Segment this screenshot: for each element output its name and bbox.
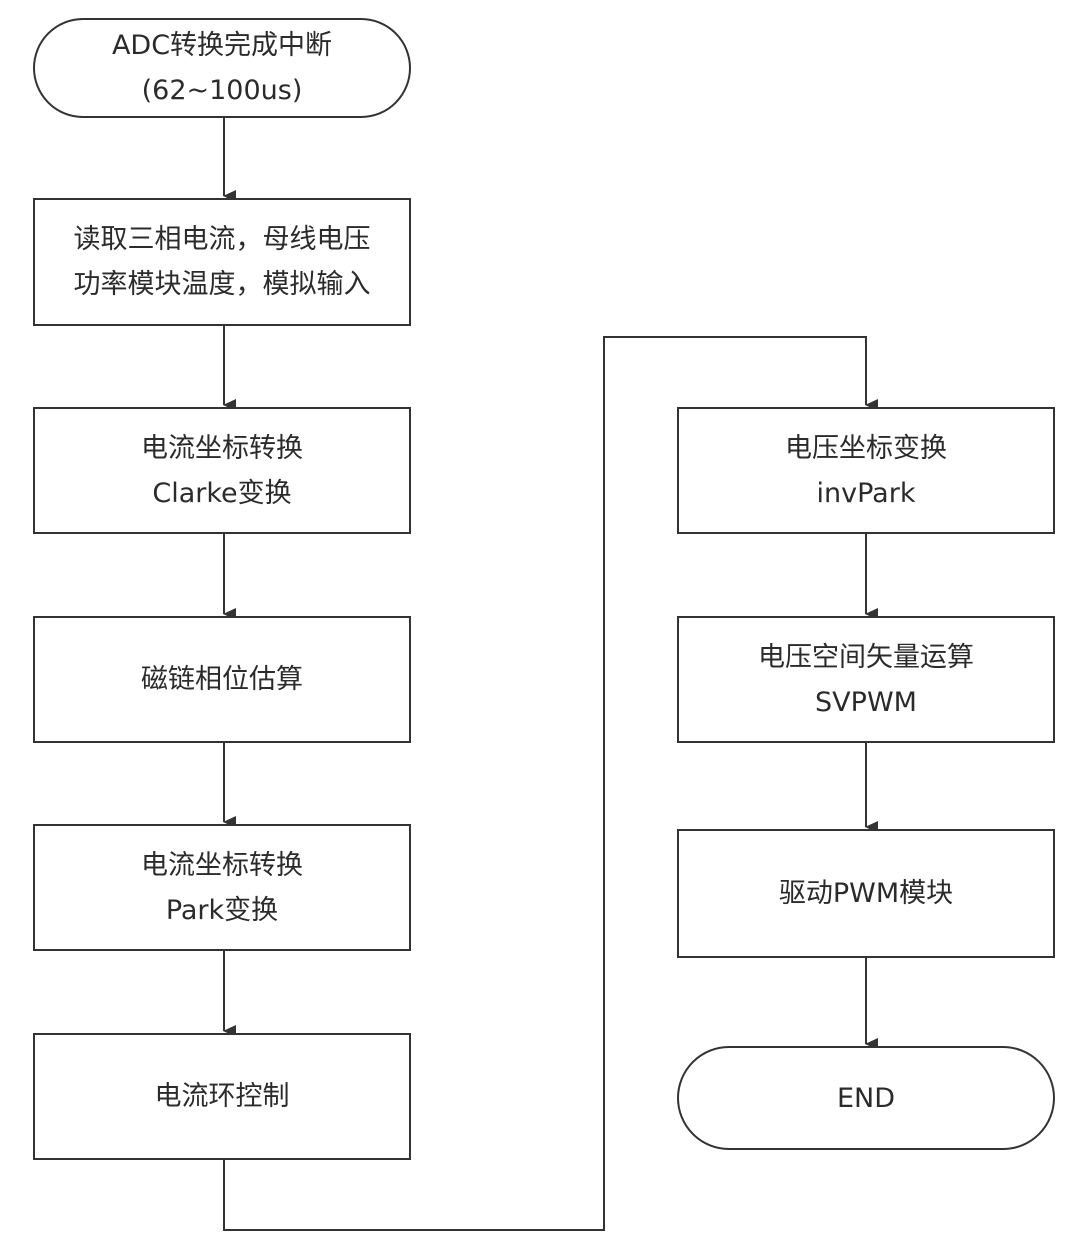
flux-phase-line1: 磁链相位估算 (141, 664, 303, 695)
connector-loop-to-invpark (223, 336, 878, 1231)
inv-park-line1: 电压坐标变换 (785, 432, 947, 464)
svpwm-line2: SVPWM (815, 686, 917, 718)
clarke-line1: 电流坐标转换 (141, 432, 303, 464)
current-loop-line1: 电流环控制 (154, 1081, 290, 1112)
start-line2: (62~100us) (141, 75, 303, 106)
read-inputs-line2: 功率模块温度，模拟输入 (73, 269, 371, 300)
clarke-line2: Clarke变换 (152, 477, 292, 509)
process-svpwm: 电压空间矢量运算 SVPWM (677, 616, 1055, 743)
start-terminal: ADC转换完成中断 (62~100us) (33, 18, 411, 118)
park-line1: 电流坐标转换 (141, 849, 303, 881)
inv-park-line2: invPark (816, 477, 916, 509)
read-inputs-line1: 读取三相电流，母线电压 (73, 224, 371, 255)
park-line2: Park变换 (165, 894, 279, 926)
process-flux-phase-estimate: 磁链相位估算 (33, 616, 411, 743)
process-inv-park: 电压坐标变换 invPark (677, 407, 1055, 534)
process-current-loop: 电流环控制 (33, 1033, 411, 1160)
svpwm-line1: 电压空间矢量运算 (758, 641, 974, 673)
process-pwm-drive: 驱动PWM模块 (677, 829, 1055, 958)
end-line1: END (836, 1082, 896, 1114)
process-clarke-transform: 电流坐标转换 Clarke变换 (33, 407, 411, 534)
end-terminal: END (677, 1046, 1055, 1150)
start-line1: ADC转换完成中断 (111, 30, 333, 61)
process-read-inputs: 读取三相电流，母线电压 功率模块温度，模拟输入 (33, 198, 411, 326)
process-park-transform: 电流坐标转换 Park变换 (33, 824, 411, 951)
pwm-drive-line1: 驱动PWM模块 (778, 878, 954, 909)
